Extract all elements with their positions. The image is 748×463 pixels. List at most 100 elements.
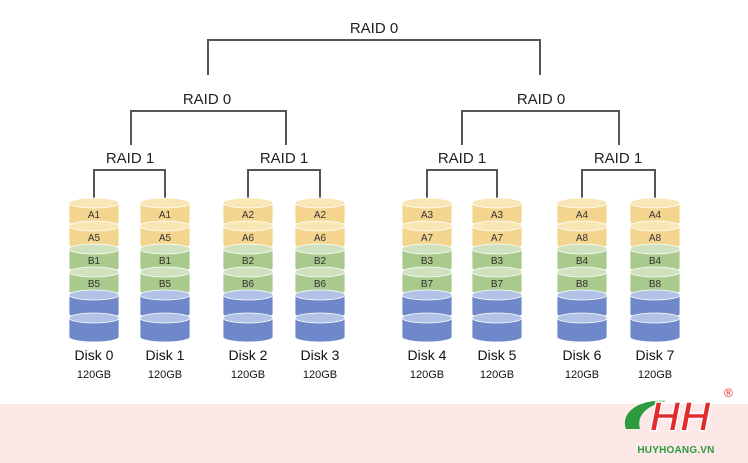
disk-block-top xyxy=(471,243,523,255)
disk-block: B5 xyxy=(68,266,120,297)
disk-block: A2 xyxy=(294,197,346,228)
disk-block-top xyxy=(471,289,523,301)
disk-block-label: B5 xyxy=(159,279,172,290)
disk-block-top xyxy=(294,243,346,255)
disk-block-top xyxy=(556,289,608,301)
disk-name: Disk 2 xyxy=(229,347,268,363)
raid-labels: RAID 0 RAID 0 RAID 0 RAID 1 RAID 1 RAID … xyxy=(100,16,648,169)
disk-block-top xyxy=(68,220,120,232)
disk-block-label: B4 xyxy=(649,256,662,267)
connector-top xyxy=(207,39,541,75)
disk-block-top xyxy=(222,266,274,278)
disk-block: A2 xyxy=(222,197,274,228)
footer-band xyxy=(0,404,748,463)
disk-block-label: A2 xyxy=(242,210,255,221)
raid-label-mid-left: RAID 0 xyxy=(183,91,231,108)
disk-block-label: A6 xyxy=(314,233,327,244)
disk-block-top xyxy=(629,197,681,209)
disk-block-top xyxy=(68,197,120,209)
disk-block-top xyxy=(471,266,523,278)
disk-name: Disk 0 xyxy=(75,347,114,363)
logo-registered: ® xyxy=(724,386,733,400)
disk-block-label: A2 xyxy=(314,210,327,221)
disk-block-top xyxy=(471,197,523,209)
disk-block-top xyxy=(401,220,453,232)
disk-block-top xyxy=(629,243,681,255)
disk-block-empty xyxy=(471,289,523,320)
disk-block: A7 xyxy=(401,220,453,251)
disk-block: A4 xyxy=(629,197,681,228)
disk-name: Disk 7 xyxy=(636,347,675,363)
disk-block: A3 xyxy=(401,197,453,228)
disk-block-top xyxy=(294,266,346,278)
disk-block-label: B1 xyxy=(159,256,172,267)
disk-block-body xyxy=(401,317,453,343)
disk-block: B7 xyxy=(401,266,453,297)
disk-block: B8 xyxy=(629,266,681,297)
disk-block: B4 xyxy=(556,243,608,274)
disk-block-label: B2 xyxy=(242,256,255,267)
raid-label-pair4: RAID 1 xyxy=(594,150,642,167)
disk-block-label: B8 xyxy=(576,279,589,290)
disk-block: B6 xyxy=(222,266,274,297)
disk-block-label: B3 xyxy=(421,256,434,267)
disk-block-top xyxy=(68,266,120,278)
disk-block-label: A7 xyxy=(491,233,504,244)
disk-name: Disk 1 xyxy=(146,347,185,363)
disk-block-empty xyxy=(222,289,274,320)
disk-block-top xyxy=(294,312,346,324)
disk-block-top xyxy=(222,289,274,301)
disk-name: Disk 3 xyxy=(301,347,340,363)
disk-block-label: B8 xyxy=(649,279,662,290)
disk-block-top xyxy=(139,243,191,255)
disk-size: 120GB xyxy=(231,369,265,381)
disk-block-top xyxy=(294,197,346,209)
disk-size: 120GB xyxy=(565,369,599,381)
raid-label-pair1: RAID 1 xyxy=(106,150,154,167)
connector-mid-right xyxy=(461,110,620,145)
disk-block: B2 xyxy=(222,243,274,274)
disk-block: A3 xyxy=(471,197,523,228)
disk-block-label: B7 xyxy=(421,279,434,290)
connector-pair3 xyxy=(426,169,498,198)
disk-block-label: A1 xyxy=(88,210,101,221)
disk-size: 120GB xyxy=(480,369,514,381)
disk-block-top xyxy=(222,197,274,209)
disk-block: A4 xyxy=(556,197,608,228)
disk-block-label: A1 xyxy=(159,210,172,221)
disk-block: A7 xyxy=(471,220,523,251)
disk-block-top xyxy=(401,243,453,255)
disk-block-empty xyxy=(629,289,681,320)
disk-block-empty xyxy=(294,312,346,343)
disk-block-empty xyxy=(139,312,191,343)
disk-block-top xyxy=(556,312,608,324)
disk-block-label: A5 xyxy=(88,233,101,244)
disk-block: B5 xyxy=(139,266,191,297)
disk-block-label: A8 xyxy=(649,233,662,244)
disk-block-label: A5 xyxy=(159,233,172,244)
disk-block-label: A4 xyxy=(576,210,589,221)
disk-block-top xyxy=(629,289,681,301)
disk-block: A5 xyxy=(139,220,191,251)
disk-block-top xyxy=(139,220,191,232)
disk-size: 120GB xyxy=(638,369,672,381)
disk-block-top xyxy=(629,220,681,232)
tree-lines xyxy=(93,39,656,198)
disk-block-label: B1 xyxy=(88,256,101,267)
disk-block-top xyxy=(68,289,120,301)
disk-block-body xyxy=(294,317,346,343)
disk-block-empty xyxy=(556,289,608,320)
disk-block-top xyxy=(294,220,346,232)
disk-block: B3 xyxy=(471,243,523,274)
logo-site-text: HUYHOANG.VN xyxy=(637,445,715,456)
disk-name: Disk 6 xyxy=(563,347,602,363)
disk-block: A1 xyxy=(139,197,191,228)
disk-block-top xyxy=(222,243,274,255)
connector-pair2 xyxy=(247,169,321,198)
